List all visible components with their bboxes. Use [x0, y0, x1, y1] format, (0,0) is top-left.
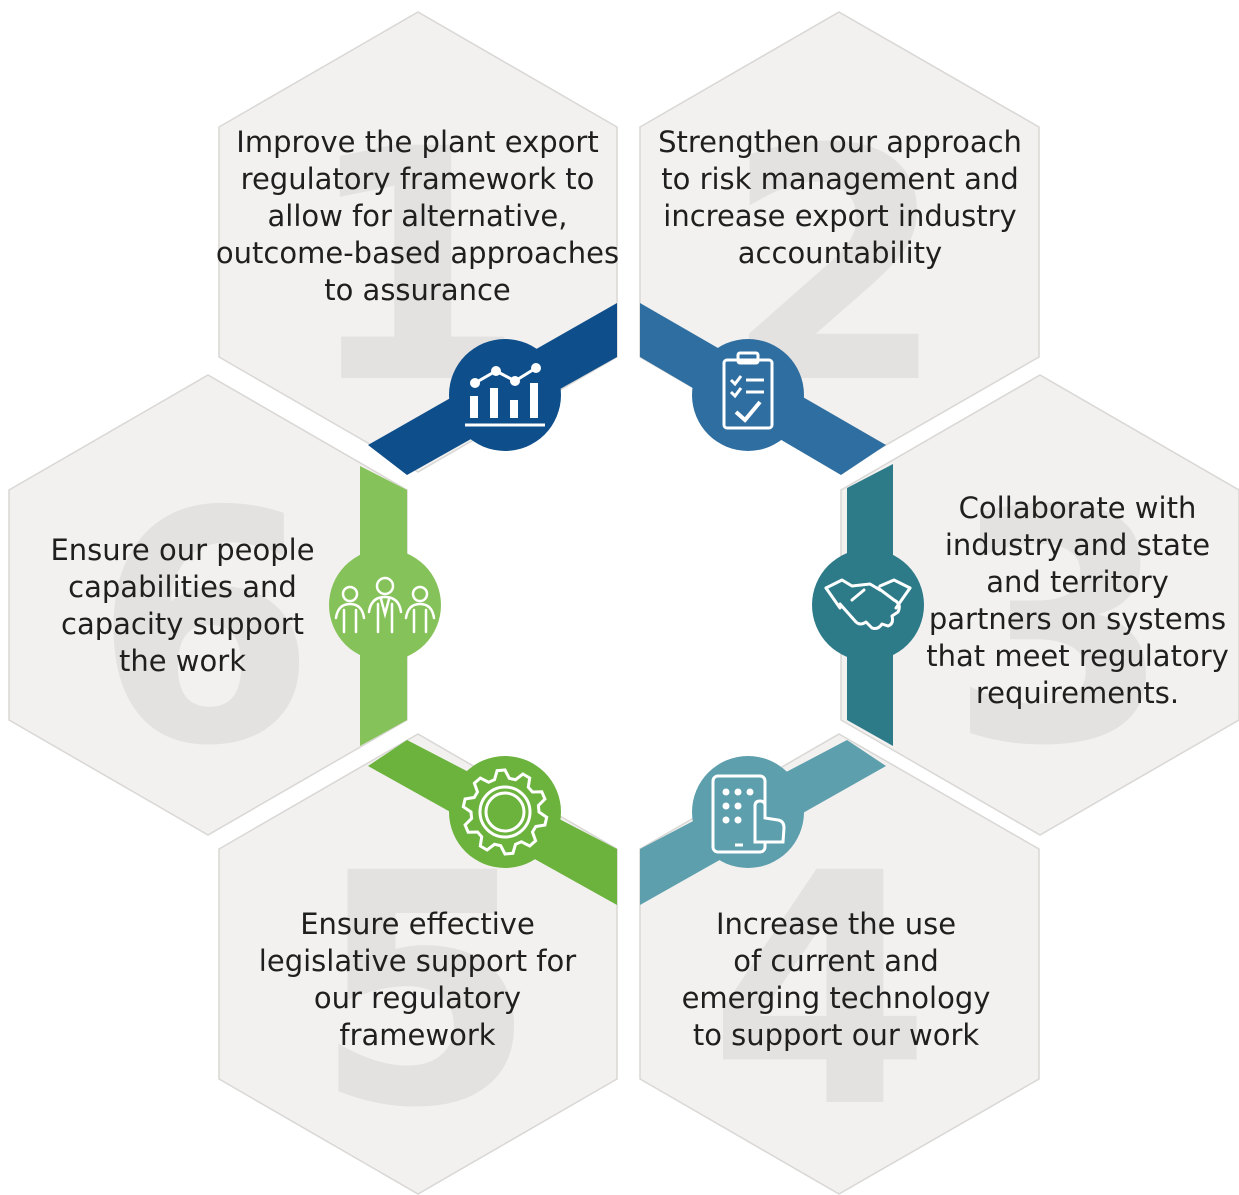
- segment-number-4: 4: [709, 806, 932, 1178]
- people-group-icon: [334, 576, 436, 634]
- segment-text-1: Improve the plant export regulatory fram…: [215, 125, 620, 307]
- segment-text-2: Strengthen our approach to risk manageme…: [658, 125, 1022, 270]
- segment-number-5: 5: [314, 806, 537, 1178]
- icon-circle-6: [329, 549, 441, 661]
- segment-text-6: Ensure our people capabilities and capac…: [50, 533, 315, 678]
- icon-circle-5: [449, 756, 561, 868]
- tablet-touch-icon: [711, 774, 786, 854]
- icon-circle-2: [692, 339, 804, 451]
- hexagon-3: [840, 374, 1239, 836]
- segment-text-5: Ensure effective legislative support for…: [258, 907, 577, 1052]
- handshake-icon: [824, 578, 912, 630]
- icon-circle-1: [449, 339, 561, 451]
- clipboard-checklist-icon: [722, 351, 774, 430]
- bar-chart-icon: [465, 363, 545, 427]
- icon-circle-3: [812, 549, 924, 661]
- gear-icon: [461, 768, 549, 856]
- segment-number-6: 6: [94, 444, 317, 816]
- segment-text-3: Collaborate with industry and state and …: [926, 491, 1229, 710]
- segment-text-4: Increase the use of current and emerging…: [681, 907, 991, 1052]
- segment-number-3: 3: [949, 444, 1172, 816]
